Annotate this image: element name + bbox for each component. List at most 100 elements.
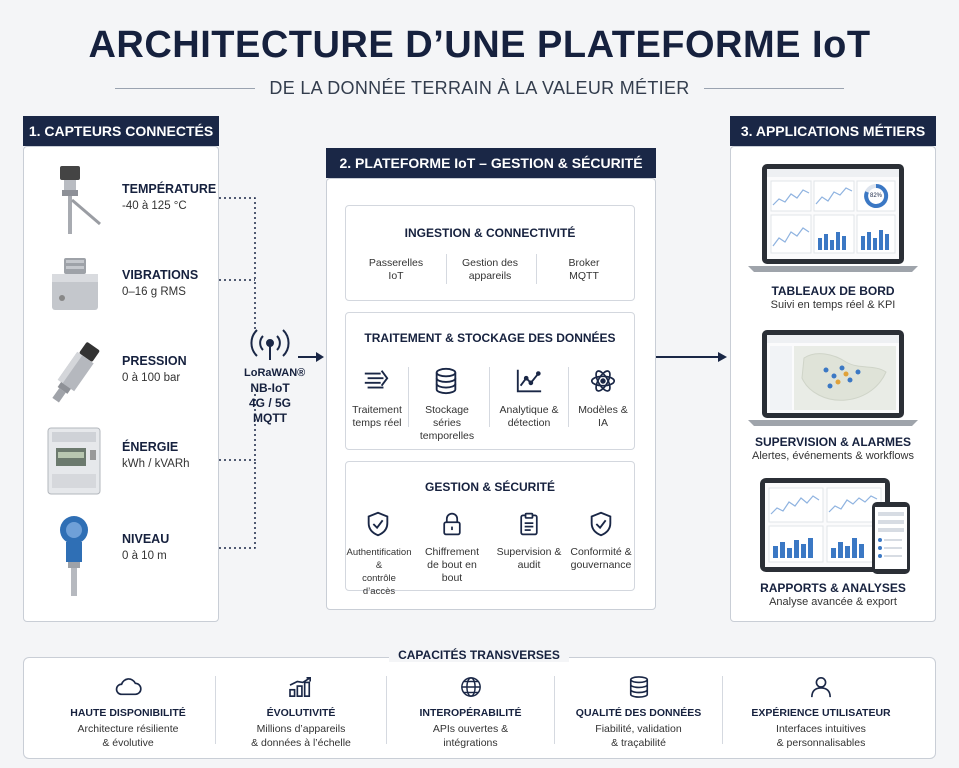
sensor-name: TEMPÉRATURE <box>122 182 217 196</box>
divider <box>215 676 216 744</box>
cell-line: Conformité & <box>570 546 632 558</box>
capability-name: INTEROPÉRABILITÉ <box>419 707 522 719</box>
cell-line: Broker <box>568 257 600 269</box>
cell-line: Gestion des <box>461 257 519 269</box>
vibration-sensor-icon <box>52 258 98 310</box>
cell-line: audit <box>517 559 541 571</box>
cell-line: Traitement <box>352 404 402 416</box>
cell-line: de bout en bout <box>427 559 477 584</box>
capabilities-panel <box>23 657 936 759</box>
security-item-audit: Supervision & audit <box>494 546 564 572</box>
ingestion-section: INGESTION & CONNECTIVITÉ Passerelles IoT… <box>345 205 635 301</box>
section-title: INGESTION & CONNECTIVITÉ <box>404 226 576 240</box>
clipboard-icon <box>520 512 538 536</box>
arrow-to-apps <box>656 352 727 362</box>
cap-line: Interfaces intuitives <box>776 723 866 735</box>
security-item-auth: Authentification & contrôle d’accès <box>346 546 412 598</box>
sensor-range: 0 à 100 bar <box>122 372 181 384</box>
app-desc: Analyse avancée & export <box>769 596 897 608</box>
capability-desc: Interfaces intuitives & personnalisables <box>723 722 919 750</box>
apps-panel-title: 3. APPLICATIONS MÉTIERS <box>730 116 936 146</box>
protocol-mqtt: MQTT <box>253 411 287 425</box>
processing-item-realtime: Traitement temps réel <box>348 404 406 430</box>
supervision-laptop-icon <box>748 330 918 426</box>
sensor-name: VIBRATIONS <box>122 268 199 282</box>
capability-name: EXPÉRIENCE UTILISATEUR <box>751 707 891 719</box>
ingestion-item-gateways: Passerelles IoT <box>354 257 438 283</box>
cell-line: Passerelles <box>368 257 424 269</box>
capability-desc: Architecture résiliente & évolutive <box>40 722 216 750</box>
connectivity-protocols: LoRaWAN® NB-IoT 4G / 5G MQTT <box>244 366 305 426</box>
shield-check-icon <box>590 511 612 537</box>
divider <box>386 676 387 744</box>
cell-line: détection <box>507 417 551 429</box>
sensors-panel <box>23 146 219 622</box>
section-title: TRAITEMENT & STOCKAGE DES DONNÉES <box>364 331 616 345</box>
sensor-level: NIVEAU 0 à 10 m <box>24 514 214 596</box>
cap-line: APIs ouvertes & <box>432 723 509 735</box>
security-item-compliance: Conformité & gouvernance <box>568 546 634 572</box>
cell-line: appareils <box>468 270 512 282</box>
divider <box>115 88 256 89</box>
gauge-value: 82% <box>869 193 882 199</box>
cell-line: IA <box>598 417 608 429</box>
processing-section: TRAITEMENT & STOCKAGE DES DONNÉES Traite… <box>345 312 635 450</box>
cell-line: temps réel <box>352 417 402 429</box>
cell-line: Authentification & <box>346 547 412 571</box>
cap-line: & évolutive <box>102 737 154 749</box>
page-title: ARCHITECTURE D’UNE PLATEFORME IoT <box>88 24 871 66</box>
cell-line: Stockage <box>425 404 469 416</box>
capability-data-quality: QUALITÉ DES DONNÉES Fiabilité, validatio… <box>555 676 722 750</box>
capability-availability: HAUTE DISPONIBILITÉ Architecture résilie… <box>40 676 216 750</box>
cell-line: Supervision & <box>496 546 562 558</box>
security-item-encryption: Chiffrement de bout en bout <box>416 546 488 585</box>
database-icon <box>435 367 457 395</box>
cell-line: séries temporelles <box>419 417 475 442</box>
cell-line: contrôle d’accès <box>362 573 396 597</box>
cell-line: Chiffrement <box>424 546 480 558</box>
cell-line: Analytique & <box>499 404 559 416</box>
growth-chart-icon <box>289 677 311 697</box>
processing-item-ai-models: Modèles & IA <box>572 404 634 430</box>
capability-scalability: ÉVOLUTIVITÉ Millions d’appareils & donné… <box>216 676 386 750</box>
processing-item-analytics: Analytique & détection <box>493 404 565 430</box>
sensor-range: -40 à 125 °C <box>122 200 187 212</box>
cap-line: Millions d’appareils <box>256 723 346 735</box>
sensor-vibrations: VIBRATIONS 0–16 g RMS <box>24 250 214 330</box>
lock-icon <box>443 512 461 536</box>
capability-name: HAUTE DISPONIBILITÉ <box>70 707 186 719</box>
divider <box>489 367 490 427</box>
divider <box>446 254 447 284</box>
cap-line: & personnalisables <box>776 737 866 749</box>
app-desc: Suivi en temps réel & KPI <box>770 299 896 311</box>
sensor-energy: ÉNERGIE kWh / kVARh <box>24 422 214 502</box>
divider <box>568 367 569 427</box>
sensor-range: kWh / kVARh <box>122 458 190 470</box>
globe-icon <box>460 677 481 697</box>
antenna-icon <box>250 329 290 360</box>
page-subtitle: DE LA DONNÉE TERRAIN À LA VALEUR MÉTIER <box>269 78 690 98</box>
cloud-icon <box>115 678 142 696</box>
subtitle-row: DE LA DONNÉE TERRAIN À LA VALEUR MÉTIER <box>0 78 959 99</box>
processing-item-timeseries: Stockage séries temporelles <box>410 404 484 443</box>
level-transmitter-icon <box>60 516 88 596</box>
platform-panel-title: 2. PLATEFORME IoT – GESTION & SÉCURITÉ <box>326 148 656 178</box>
capabilities-title: CAPACITÉS TRANSVERSES <box>389 648 569 662</box>
section-title: GESTION & SÉCURITÉ <box>424 480 555 494</box>
capability-name: ÉVOLUTIVITÉ <box>266 707 336 719</box>
cell-line: gouvernance <box>570 559 632 571</box>
protocol-cellular: 4G / 5G <box>248 396 292 410</box>
capability-desc: Millions d’appareils & données à l’échel… <box>216 722 386 750</box>
app-name: RAPPORTS & ANALYSES <box>760 581 906 595</box>
sensors-panel-title: 1. CAPTEURS CONNECTÉS <box>23 116 219 146</box>
sensor-name: ÉNERGIE <box>122 440 179 454</box>
sensor-name: NIVEAU <box>122 532 170 546</box>
temperature-sensor-icon <box>60 166 101 234</box>
app-name: TABLEAUX DE BORD <box>771 284 895 298</box>
app-name: SUPERVISION & ALARMES <box>754 435 912 449</box>
capability-interoperability: INTEROPÉRABILITÉ APIs ouvertes & intégra… <box>387 676 554 750</box>
sensor-temperature: TEMPÉRATURE -40 à 125 °C <box>24 164 217 244</box>
divider <box>408 367 409 427</box>
capability-user-experience: EXPÉRIENCE UTILISATEUR Interfaces intuit… <box>723 676 919 750</box>
capability-name: QUALITÉ DES DONNÉES <box>575 707 702 719</box>
